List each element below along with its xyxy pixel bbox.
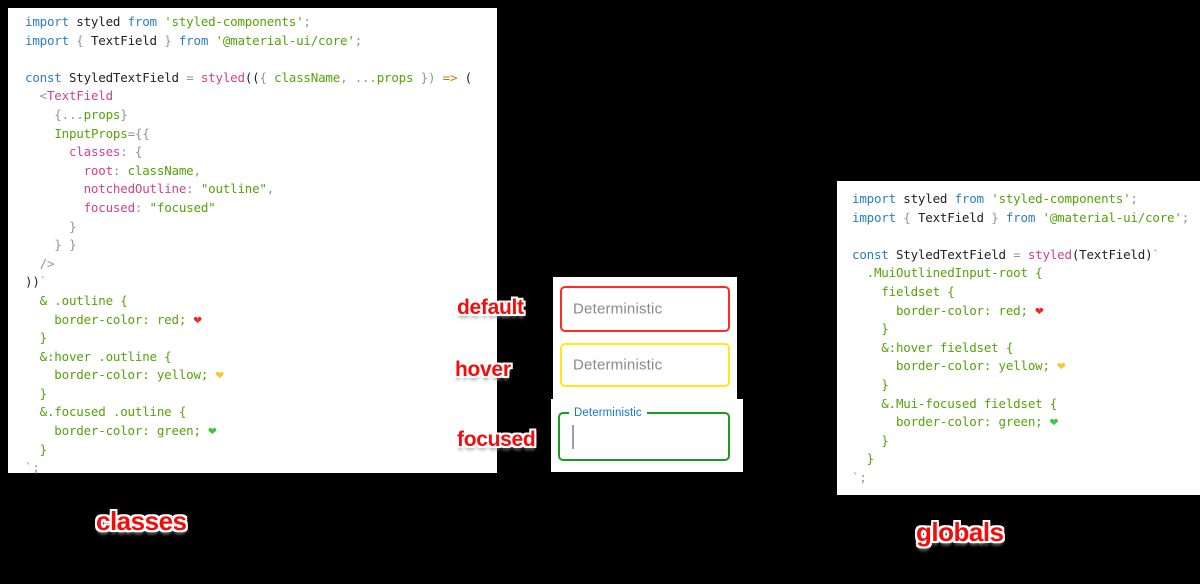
code-line: import styled from 'styled-components'; [25,14,311,29]
code-line: import styled from 'styled-components'; [852,191,1138,206]
code-block-globals: import styled from 'styled-components'; i… [837,181,1200,495]
code-globals: import styled from 'styled-components'; i… [837,181,1200,488]
state-label-focused: focused [457,428,536,451]
code-line [25,50,497,69]
code-line: border-color: green; ❤ [25,423,217,440]
state-label-hover: hover [455,358,511,381]
code-classes: import styled from 'styled-components'; i… [8,8,497,478]
textfield-hover[interactable]: Deterministic [560,343,730,387]
code-line: &.focused .outline { [25,404,187,420]
code-line: notchedOutline: "outline", [83,181,275,197]
code-line: `; [852,469,867,485]
code-line: border-color: red; ❤ [852,302,1044,319]
code-block-classes: import styled from 'styled-components'; i… [8,8,497,475]
code-line: } [25,330,48,346]
code-line: border-color: yellow; ❤ [25,367,224,384]
textfield-default[interactable]: Deterministic [560,286,730,332]
code-line: fieldset { [852,283,955,299]
code-line: } } [25,237,77,253]
code-line: } [852,432,889,448]
code-line: border-color: green; ❤ [852,414,1059,431]
code-line: root: className, [83,162,201,178]
textfield-focused-label: Deterministic [569,406,647,421]
textfield-hover-placeholder: Deterministic [573,356,663,374]
caption-globals: globals [916,517,1004,547]
code-line: } [852,321,889,337]
code-line: } [852,376,889,392]
code-line: import { TextField } from '@material-ui/… [25,32,363,48]
textfield-demo-panel: Deterministic Deterministic [553,277,737,399]
code-line: } [852,451,875,467]
code-line: classes: { [68,144,143,160]
code-line: `; [25,460,40,476]
textfield-demo-panel-focused: Deterministic [551,399,743,472]
text-cursor [572,425,574,449]
code-line: &:hover fieldset { [852,339,1014,355]
code-line: border-color: yellow; ❤ [852,358,1066,375]
code-line: import { TextField } from '@material-ui/… [852,209,1190,225]
code-line: focused: "focused" [83,199,216,215]
code-line: &.Mui-focused fieldset { [852,395,1058,411]
textfield-focused[interactable]: Deterministic [558,406,730,461]
code-line: border-color: red; ❤ [25,311,202,328]
code-line: ))` [25,274,47,290]
code-line: } [25,218,77,234]
state-label-default: default [457,296,524,319]
code-line: <TextField [25,88,113,104]
code-line: {...props} [25,106,128,122]
code-line: const StyledTextField = styled(({ classN… [25,69,472,85]
code-line: &:hover .outline { [25,348,172,364]
code-line: } [25,441,48,457]
code-line: /> [25,255,55,271]
code-line: const StyledTextField = styled(TextField… [852,246,1160,262]
code-line: } [25,385,48,401]
code-line [852,227,1200,246]
code-line: & .outline { [25,292,128,308]
code-line: .MuiOutlinedInput-root { [852,265,1043,281]
textfield-default-placeholder: Deterministic [573,300,663,318]
code-line: InputProps={{ [54,125,150,141]
caption-classes: classes [96,506,187,536]
